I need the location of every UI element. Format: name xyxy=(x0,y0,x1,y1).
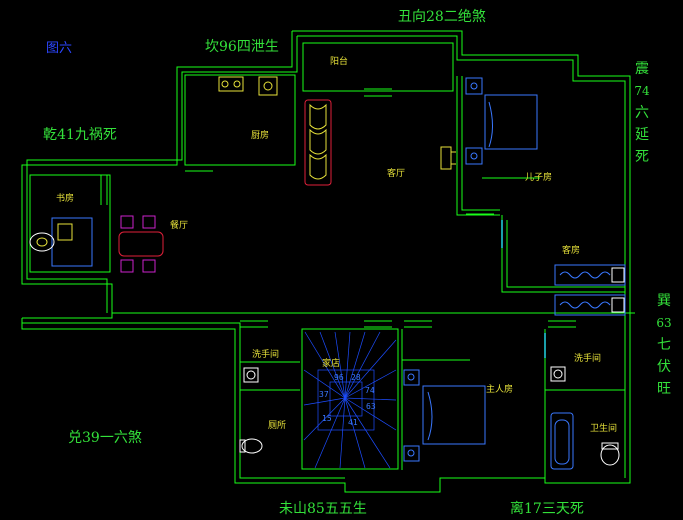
kitchen-stove xyxy=(218,76,278,96)
study-room xyxy=(29,174,111,273)
stair-room xyxy=(301,328,399,470)
room-label-study: 书房 xyxy=(56,194,75,204)
room-label-kids: 儿子房 xyxy=(525,173,553,183)
balcony-room xyxy=(302,42,454,92)
stair-lines xyxy=(303,331,397,469)
east-upper-char: 震 xyxy=(635,61,649,77)
bath-fixtures xyxy=(239,366,620,470)
east-lower-char: 旺 xyxy=(657,381,671,397)
room-label-stair: 家店 xyxy=(322,359,341,369)
stair-number: 15 xyxy=(322,414,332,423)
room-label-balcony: 阳台 xyxy=(330,57,349,67)
east-lower-char: 七 xyxy=(657,337,671,353)
direction-north: 丑向28二绝煞 xyxy=(398,9,486,25)
figure-title: 图六 xyxy=(46,41,73,56)
stair-number: 96 xyxy=(334,373,344,382)
east-upper-char: 死 xyxy=(635,149,649,165)
east-upper-char: 延 xyxy=(635,127,649,143)
kids-bed xyxy=(465,77,538,165)
direction-east-lower: 巽 63 七 伏 旺 xyxy=(656,290,672,400)
east-lower-char: 伏 xyxy=(657,359,671,375)
kitchen-room xyxy=(184,74,296,166)
living-sofa xyxy=(304,99,332,186)
study-desk xyxy=(29,217,93,267)
room-label-living: 客厅 xyxy=(387,169,406,179)
tv-cabinet xyxy=(440,146,456,170)
doors xyxy=(501,220,546,358)
room-label-master: 主人房 xyxy=(486,385,514,395)
room-label-kitchen: 厨房 xyxy=(251,131,270,141)
room-label-bath: 卫生间 xyxy=(590,424,618,434)
room-label-guest: 客房 xyxy=(562,246,581,256)
direction-south: 未山85五五生 xyxy=(279,501,367,517)
direction-north-west: 坎96四泄生 xyxy=(205,39,279,55)
stair-number: 74 xyxy=(365,386,375,395)
stair-number: 63 xyxy=(366,402,376,411)
stair-number: 37 xyxy=(319,390,329,399)
direction-east-upper: 震 74 六 延 死 xyxy=(634,58,650,168)
room-label-washroom: 洗手间 xyxy=(252,350,280,360)
master-bed xyxy=(403,369,486,462)
east-lower-char: 63 xyxy=(656,316,672,330)
guest-beds xyxy=(554,264,626,316)
direction-south-west: 兑39一六煞 xyxy=(68,430,142,446)
east-upper-char: 74 xyxy=(634,84,650,98)
direction-west: 乾41九祸死 xyxy=(43,127,117,143)
direction-south-east: 离17三天死 xyxy=(510,501,584,517)
stair-number: 28 xyxy=(351,373,361,382)
dining-set xyxy=(118,215,164,273)
room-label-wash2: 洗手间 xyxy=(574,354,602,364)
stair-number: 41 xyxy=(348,418,358,427)
east-lower-char: 巽 xyxy=(657,293,671,309)
room-label-dining: 餐厅 xyxy=(170,221,189,231)
walls xyxy=(21,30,635,493)
room-label-toilet: 厕所 xyxy=(268,421,287,431)
east-upper-char: 六 xyxy=(635,105,649,121)
